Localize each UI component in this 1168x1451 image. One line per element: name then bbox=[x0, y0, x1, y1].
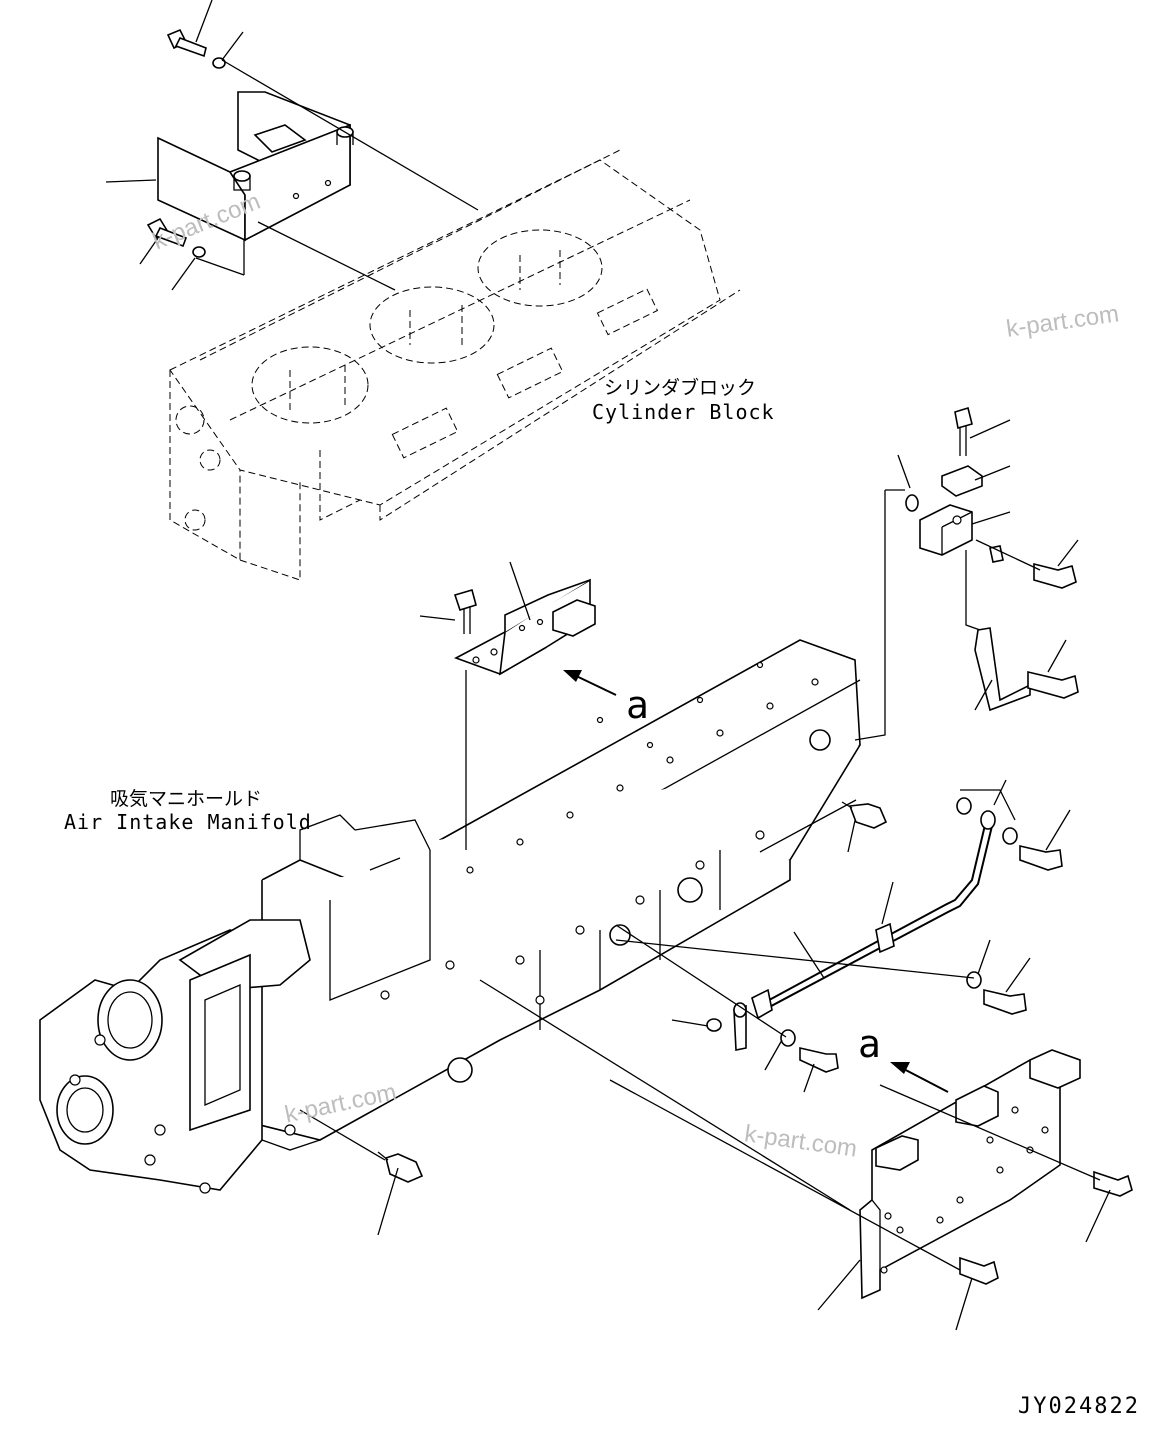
plate-holes bbox=[880, 1106, 1049, 1274]
center-arrow bbox=[563, 670, 617, 696]
intake-manifold-label-en: Air Intake Manifold bbox=[64, 810, 312, 834]
intake-housing bbox=[39, 919, 321, 1194]
engine-head bbox=[239, 639, 861, 1141]
cylinder-block bbox=[169, 149, 741, 581]
upper-bolt-2 bbox=[146, 217, 206, 258]
upper-bolt-1 bbox=[166, 28, 226, 69]
lower-sensor bbox=[299, 1109, 424, 1236]
wiring-harness bbox=[706, 789, 1063, 1073]
head-holes bbox=[380, 661, 819, 1005]
plate-arrow bbox=[890, 1062, 949, 1093]
center-leaders bbox=[419, 561, 531, 850]
sensor-leaders bbox=[897, 419, 1079, 711]
cylinder-block-label-jp: シリンダブロック bbox=[604, 377, 757, 399]
cover-plate bbox=[859, 1049, 1081, 1300]
drawing-number: JY024822 bbox=[1018, 1394, 1140, 1419]
sensor-assembly bbox=[854, 406, 1079, 741]
plate-leaders bbox=[479, 979, 1111, 1331]
center-bolt bbox=[453, 589, 477, 634]
upper-leader-lines bbox=[105, 0, 479, 291]
harness-leaders bbox=[615, 779, 1071, 1093]
view-ref-lower: a bbox=[858, 1022, 881, 1066]
intake-manifold-label-jp: 吸気マニホールド bbox=[110, 788, 263, 810]
cylinder-block-label-en: Cylinder Block bbox=[592, 400, 775, 424]
view-ref-upper: a bbox=[626, 683, 649, 727]
center-bracket bbox=[454, 578, 596, 676]
temperature-sensor bbox=[841, 801, 888, 829]
plate-bolts bbox=[959, 1170, 1133, 1285]
